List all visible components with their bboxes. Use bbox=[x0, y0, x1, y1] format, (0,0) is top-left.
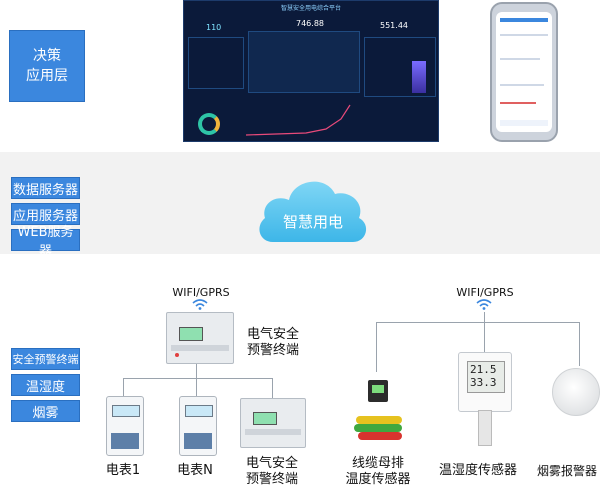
wifi-label-right: WIFI/GPRS bbox=[456, 286, 514, 299]
wifi-label-left: WIFI/GPRS bbox=[172, 286, 230, 299]
connector bbox=[123, 378, 273, 379]
th-sensor-probe bbox=[478, 410, 492, 446]
data-server-button[interactable]: 数据服务器 bbox=[11, 177, 80, 199]
safety-terminal-button[interactable]: 安全预警终端 bbox=[11, 348, 80, 370]
meterN-label: 电表N bbox=[177, 463, 213, 478]
dashboard-panel-left bbox=[188, 37, 244, 89]
dashboard-bar-chart bbox=[412, 61, 426, 93]
dashboard-screen: 智慧安全用电综合平台 110 746.88 551.44 bbox=[183, 0, 439, 142]
wifi-icon-right bbox=[476, 299, 492, 310]
th-sensor-label: 温湿度传感器 bbox=[438, 463, 517, 478]
wifi-icon-left bbox=[192, 299, 208, 310]
th-hum-readout: 33.3 bbox=[470, 376, 497, 389]
dashboard-title: 智慧安全用电综合平台 bbox=[280, 5, 341, 12]
dashboard-ring-gauge bbox=[198, 113, 220, 135]
connector bbox=[579, 322, 580, 366]
main-terminal-label: 电气安全 预警终端 bbox=[246, 327, 299, 358]
meter1-device bbox=[106, 396, 144, 456]
dashboard-kpi-left: 110 bbox=[206, 23, 222, 32]
cloud-label: 智慧用电 bbox=[282, 213, 343, 231]
terminal2-device bbox=[240, 398, 306, 448]
connector bbox=[196, 362, 197, 378]
th-temp-readout: 21.5 bbox=[470, 363, 497, 376]
temp-humidity-button[interactable]: 温湿度 bbox=[11, 374, 80, 396]
connector bbox=[123, 378, 124, 396]
connector bbox=[196, 378, 197, 396]
dashboard-panel-right bbox=[364, 37, 436, 97]
cloud-icon bbox=[259, 181, 367, 242]
smoke-alarm-device bbox=[552, 368, 600, 416]
mobile-phone bbox=[490, 2, 558, 142]
dashboard-kpi-right: 551.44 bbox=[380, 21, 408, 30]
connector bbox=[376, 322, 580, 323]
th-sensor-device: 21.5 33.3 bbox=[458, 352, 512, 412]
terminal2-label: 电气安全 预警终端 bbox=[245, 456, 298, 487]
connector bbox=[272, 378, 273, 398]
meter1-label: 电表1 bbox=[105, 463, 141, 478]
dashboard-kpi-center: 746.88 bbox=[296, 19, 324, 28]
web-server-button[interactable]: WEB服务器 bbox=[11, 225, 80, 259]
main-terminal-device bbox=[166, 312, 234, 364]
dashboard-table bbox=[248, 31, 360, 93]
app-server-button[interactable]: 应用服务器 bbox=[11, 203, 80, 225]
smoke-alarm-label: 烟雾报警器 bbox=[536, 464, 597, 478]
mobile-screen bbox=[496, 12, 552, 132]
dashboard-line-chart bbox=[246, 104, 351, 136]
busbar-sensor-label: 线缆母排 温度传感器 bbox=[345, 456, 411, 487]
connector bbox=[484, 312, 485, 352]
decision-layer-button[interactable]: 决策 应用层 bbox=[9, 30, 85, 102]
busbar-sensor-device bbox=[354, 376, 404, 446]
meterN-device bbox=[179, 396, 217, 456]
connector bbox=[376, 322, 377, 372]
smoke-button[interactable]: 烟雾 bbox=[11, 400, 80, 422]
